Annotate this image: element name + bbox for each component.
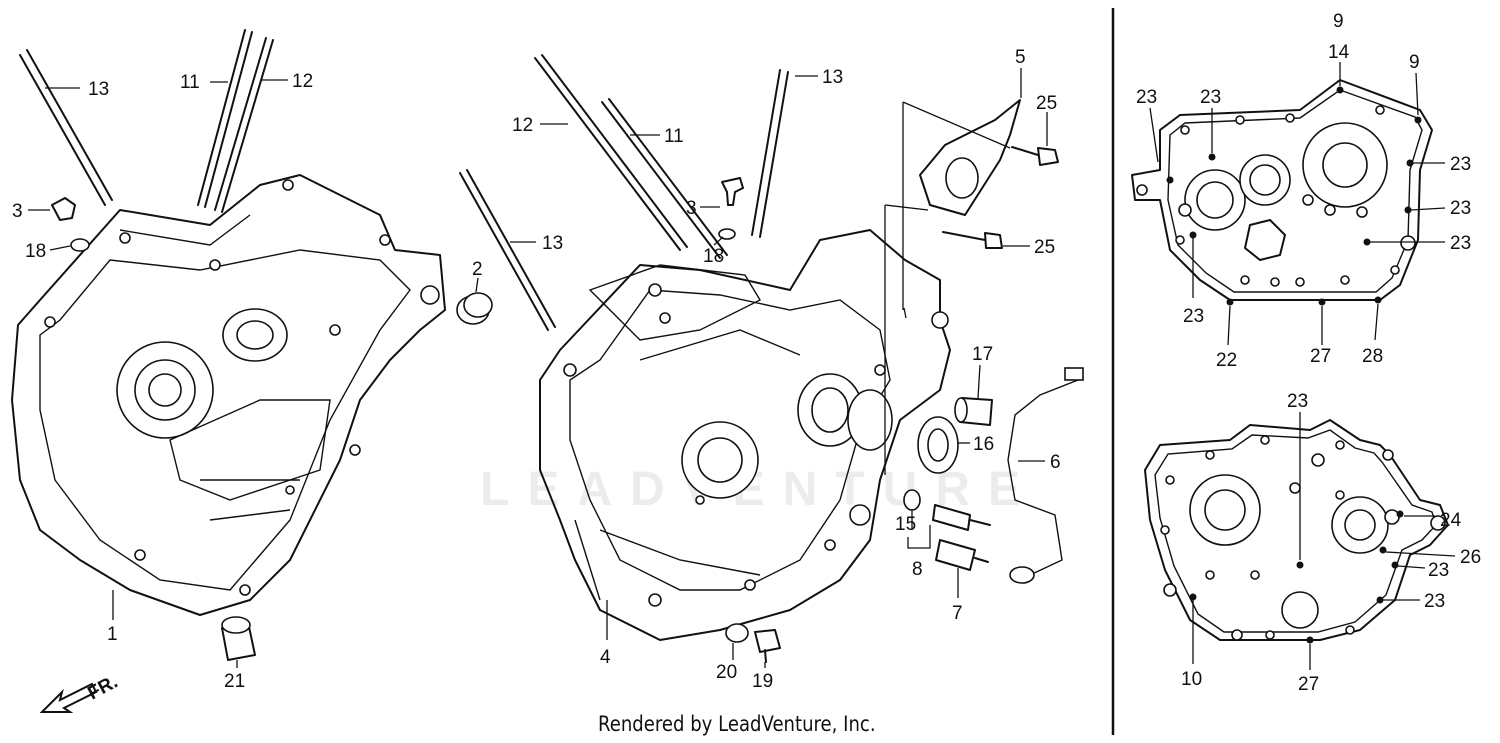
left-studs bbox=[19, 29, 274, 213]
callout-23f: 23 bbox=[1287, 391, 1308, 412]
callout-18: 18 bbox=[25, 241, 46, 262]
callout-27b: 28 bbox=[1362, 346, 1383, 367]
switch-7 bbox=[935, 539, 989, 571]
washer-18-left bbox=[70, 238, 90, 252]
callout-13b: 13 bbox=[542, 233, 563, 254]
seal-16 bbox=[917, 416, 959, 474]
callout-4: 4 bbox=[600, 647, 611, 668]
callout-5: 5 bbox=[1015, 47, 1026, 68]
callout-18b: 18 bbox=[703, 246, 724, 267]
bracket-5 bbox=[919, 99, 1021, 216]
front-direction-arrow: FR. bbox=[39, 672, 121, 713]
callout-17: 17 bbox=[972, 344, 993, 365]
bracket-frame bbox=[884, 101, 1011, 475]
callout-23a: 23 bbox=[1136, 87, 1157, 108]
washer-18-right bbox=[718, 228, 736, 240]
bolt-25-lower bbox=[942, 231, 1003, 249]
upper-gasket bbox=[1131, 79, 1433, 301]
callout-13: 13 bbox=[88, 79, 109, 100]
callout-6: 6 bbox=[1050, 452, 1061, 473]
front-label: FR. bbox=[84, 672, 121, 705]
left-crankcase bbox=[11, 174, 446, 616]
bolt-3-left bbox=[51, 197, 76, 221]
upper-gasket-callouts: 9 14 9 23 23 23 23 23 23 22 27 28 bbox=[1136, 11, 1471, 371]
callout-11: 11 bbox=[180, 72, 200, 93]
callout-27a: 22 bbox=[1216, 350, 1237, 371]
callout-9a: 9 bbox=[1333, 11, 1344, 32]
callout-24: 24 bbox=[1440, 510, 1462, 531]
callout-23g: 23 bbox=[1428, 560, 1449, 581]
callout-12b: 12 bbox=[512, 115, 533, 136]
upper-gasket-bolt-holes bbox=[1166, 86, 1422, 306]
callout-2: 2 bbox=[472, 259, 483, 280]
bushing-17 bbox=[954, 397, 993, 426]
callout-25b: 25 bbox=[1034, 237, 1055, 258]
callout-12: 12 bbox=[292, 71, 313, 92]
callout-10: 10 bbox=[1181, 669, 1202, 690]
callout-23b: 23 bbox=[1200, 87, 1221, 108]
callout-8: 8 bbox=[912, 559, 923, 580]
callout-19: 19 bbox=[752, 671, 773, 692]
callout-14: 14 bbox=[1328, 42, 1350, 63]
lower-gasket-bolt-holes bbox=[1160, 435, 1404, 644]
callout-23c: 23 bbox=[1450, 154, 1471, 175]
switch-8 bbox=[932, 504, 991, 531]
left-callouts: 13 11 12 3 18 2 1 21 bbox=[12, 71, 483, 692]
callout-26: 26 bbox=[1460, 547, 1481, 568]
callout-16: 16 bbox=[973, 434, 994, 455]
washer-15 bbox=[903, 489, 921, 511]
watermark: LEADVENTURE bbox=[480, 463, 1038, 516]
sensor-wire-6 bbox=[1007, 367, 1084, 584]
lower-gasket-callouts: 23 24 26 23 23 10 27 bbox=[1181, 391, 1481, 695]
callout-22: 23 bbox=[1183, 306, 1204, 327]
bolt-25-upper bbox=[1011, 146, 1059, 166]
dowel-21 bbox=[221, 616, 256, 661]
bolt-19 bbox=[754, 629, 781, 663]
callout-3: 3 bbox=[12, 201, 23, 222]
callout-21: 21 bbox=[224, 671, 245, 692]
washer-20 bbox=[725, 623, 749, 643]
callout-23e: 23 bbox=[1450, 233, 1471, 254]
callout-9b: 9 bbox=[1409, 52, 1420, 73]
right-studs bbox=[459, 54, 789, 331]
bolt-3-right bbox=[721, 177, 744, 206]
callout-11b: 11 bbox=[664, 126, 684, 147]
callout-23d: 23 bbox=[1450, 198, 1471, 219]
callout-13c: 13 bbox=[822, 67, 843, 88]
callout-28: 27 bbox=[1310, 346, 1331, 367]
callout-27c: 27 bbox=[1298, 674, 1319, 695]
callout-23h: 23 bbox=[1424, 591, 1445, 612]
callout-1: 1 bbox=[107, 624, 118, 645]
callout-20: 20 bbox=[716, 662, 737, 683]
right-callouts: 12 11 13 3 18 13 5 25 25 17 16 6 15 8 7 … bbox=[510, 47, 1061, 692]
lower-gasket bbox=[1144, 419, 1449, 641]
render-credit: Rendered by LeadVenture, Inc. bbox=[598, 712, 876, 736]
callout-25a: 25 bbox=[1036, 93, 1057, 114]
callout-15: 15 bbox=[895, 514, 916, 535]
callout-7: 7 bbox=[952, 603, 963, 624]
dowel-2 bbox=[456, 292, 493, 325]
callout-3b: 3 bbox=[686, 198, 697, 219]
right-crankcase bbox=[539, 229, 951, 641]
